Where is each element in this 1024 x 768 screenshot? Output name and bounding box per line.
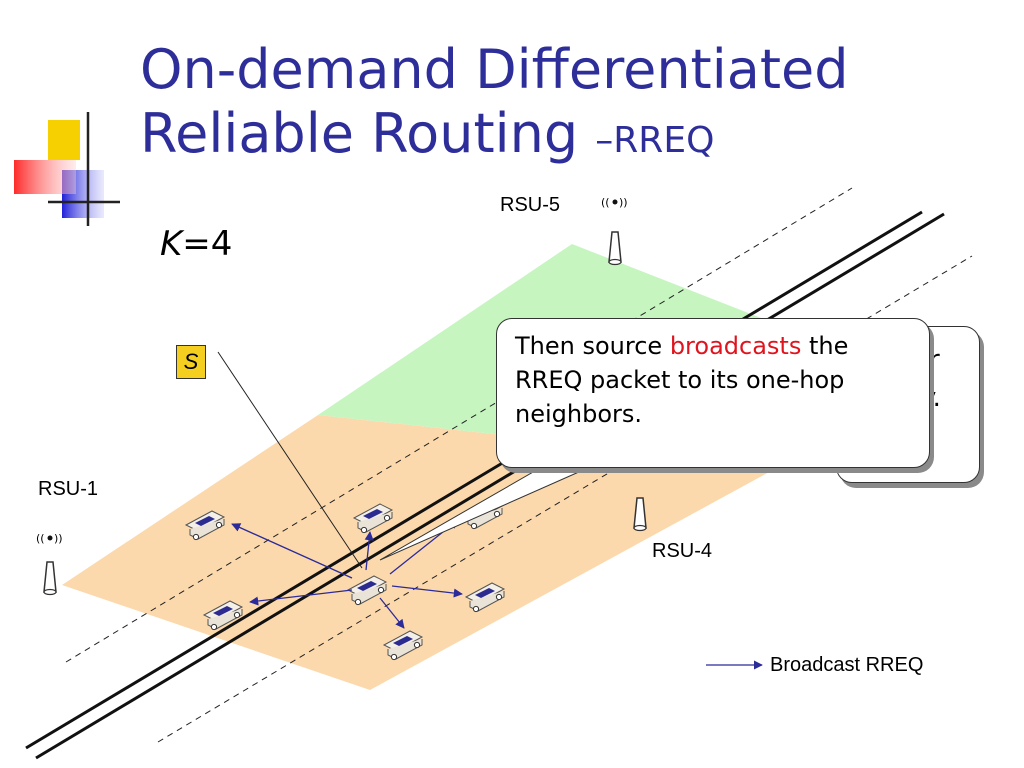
k-parameter: K=4 [160,224,232,264]
title-suffix: –RREQ [595,120,715,161]
rsu-5-label: RSU-5 [500,194,561,216]
callout-front: Then source broadcasts the RREQ packet t… [496,318,930,468]
title-line-2: Reliable Routing –RREQ [140,102,849,173]
road-line [35,212,945,760]
svg-text:)): )) [619,196,628,209]
decorative-squares [14,112,1024,226]
source-label: S [176,345,206,379]
title-line-1: On-demand Differentiated [140,38,849,101]
callout-text-after: the RREQ packet to its one-hop neighbors… [515,332,849,428]
legend-label: Broadcast RREQ [770,654,924,676]
title-line-2-text: Reliable Routing [140,102,579,165]
svg-text:((: (( [36,532,45,545]
svg-text:((: (( [601,196,610,209]
svg-text:)): )) [54,532,63,545]
callout-text-before: Then source [515,332,670,360]
rsu-5-antenna-icon: (( )) [601,196,628,266]
callout-highlight: broadcasts [669,332,802,360]
rsu-1-antenna-icon: (( )) [36,532,63,596]
source-pointer-line [217,351,363,569]
rsu-4-label: RSU-4 [652,540,713,562]
road-edge-dashed [157,255,973,743]
rsu-4-antenna-icon [633,497,647,532]
k-value: =4 [182,224,233,264]
k-symbol: K [160,224,183,264]
road-edge-dashed [65,187,853,663]
slide-title: On-demand Differentiated Reliable Routin… [140,38,849,173]
rsu-1-label: RSU-1 [38,478,99,500]
callout-back-fragment-1: r [929,345,940,375]
orange-coverage-region [62,415,782,690]
road-line [25,210,923,750]
